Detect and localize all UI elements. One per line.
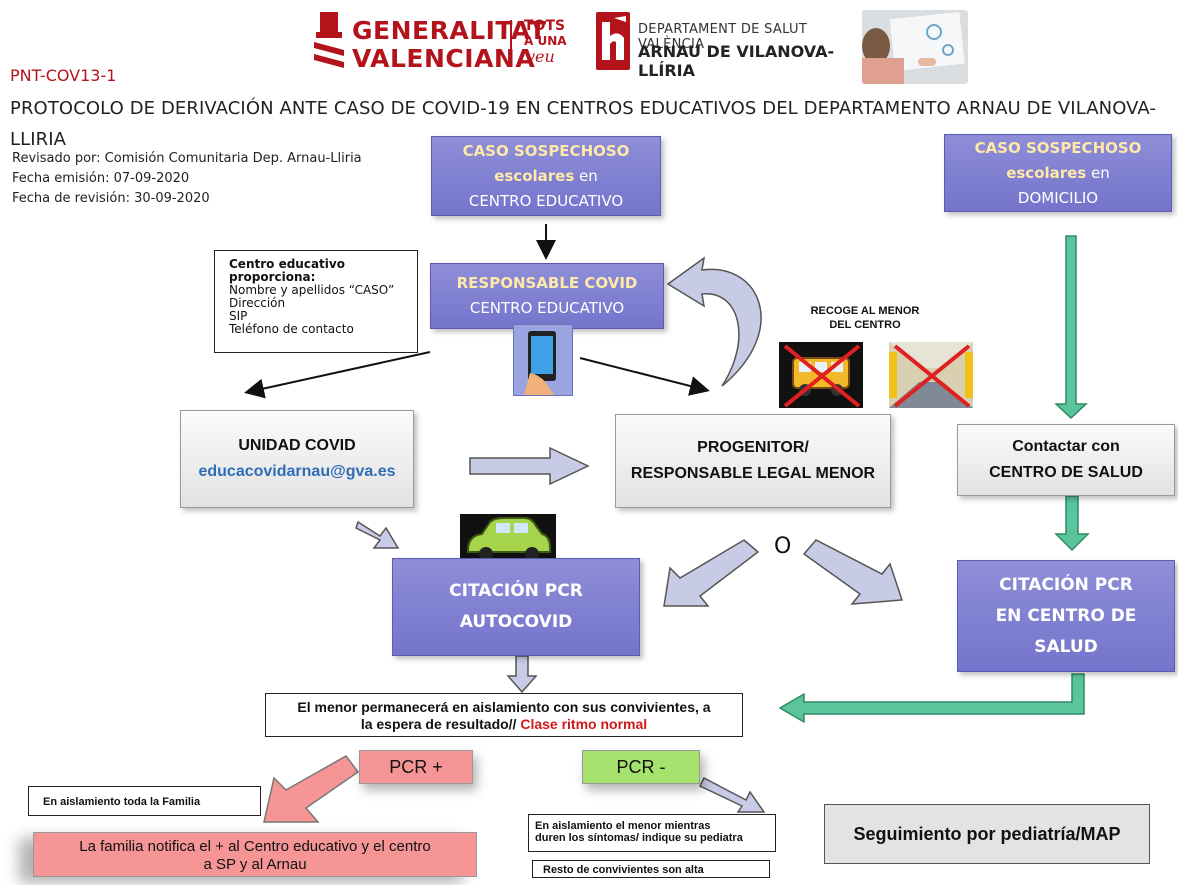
- aislamiento-l2a: la espera de resultado//: [360, 716, 517, 732]
- arrow-contactar-to-citacion: [1054, 495, 1090, 552]
- arrow-progenitor-to-salud: [802, 539, 904, 605]
- phone-icon: [524, 331, 556, 395]
- unidad-email[interactable]: educacovidarnau@gva.es: [198, 463, 396, 480]
- citacion-salud-l3: SALUD: [1034, 636, 1098, 657]
- citacion-pcr-centro-salud: CITACIÓN PCR EN CENTRO DE SALUD: [957, 560, 1175, 672]
- arrow-curved-return: [666, 256, 762, 387]
- generalitat-logo: GENERALITAT VALENCIANA TOTS A UNA veu: [312, 10, 582, 74]
- arrow-to-progenitor: [579, 357, 710, 396]
- caso-centro-l1: CASO SOSPECHOSO: [462, 141, 630, 160]
- car-image: [460, 514, 556, 564]
- caso-sospechoso-domicilio: CASO SOSPECHOSO escolares en DOMICILIO: [944, 134, 1172, 212]
- generalitat-line2: VALENCIANA: [352, 44, 536, 73]
- department-emblem-icon: [596, 12, 630, 70]
- reviewed-by: Revisado por: Comisión Comunitaria Dep. …: [12, 151, 362, 166]
- responsable-l2: CENTRO EDUCATIVO: [469, 299, 625, 317]
- arrow-domicilio-to-contactar: [1054, 235, 1088, 420]
- arrow-pcrpos-to-familia: [263, 755, 360, 823]
- citacion-salud-l2: EN CENTRO DE: [995, 605, 1137, 626]
- contactar-l1: Contactar con: [1012, 438, 1120, 455]
- train-image-crossed: [889, 342, 973, 408]
- arrow-progenitor-to-auto: [663, 539, 760, 607]
- arrow-auto-to-aislamiento: [506, 655, 538, 694]
- familia-notifica: La familia notifica el + al Centro educa…: [33, 832, 477, 877]
- revision-date: Fecha de revisión: 30-09-2020: [12, 191, 210, 206]
- info-l2: proporciona:: [229, 270, 316, 284]
- citacion-salud-l1: CITACIÓN PCR: [999, 574, 1133, 595]
- familia-notifica-l2: a SP y al Arnau: [203, 856, 307, 873]
- document-code: PNT-COV13-1: [10, 66, 117, 85]
- issue-date: Fecha emisión: 07-09-2020: [12, 171, 190, 186]
- phone-image: [513, 324, 573, 396]
- caso-domicilio-l1: CASO SOSPECHOSO: [974, 138, 1142, 157]
- car-icon: [467, 517, 551, 561]
- familia-notifica-l1: La familia notifica el + al Centro educa…: [79, 838, 431, 855]
- info-box-centro: Centro educativo proporciona: Nombre y a…: [214, 250, 418, 353]
- recoge-l1: RECOGE AL MENOR: [810, 305, 920, 317]
- arrow-pcrneg-to-menor: [698, 776, 766, 813]
- arrow-unidad-to-citacion: [355, 520, 400, 549]
- arrow-salud-to-aislamiento: [778, 673, 1085, 724]
- caso-centro-l3: CENTRO EDUCATIVO: [468, 191, 624, 210]
- contactar-l2: CENTRO DE SALUD: [989, 464, 1143, 481]
- menor-aislamiento-l2: duren los síntomas/ indique su pediatra: [535, 832, 743, 844]
- child-drawing-image: [862, 10, 968, 84]
- department-line2: ARNAU DE VILANOVA-LLÍRIA: [638, 42, 835, 80]
- responsable-covid: RESPONSABLE COVID CENTRO EDUCATIVO: [430, 263, 664, 329]
- bus-icon: [783, 344, 861, 408]
- caso-domicilio-l2a: escolares: [1006, 163, 1087, 182]
- unidad-l1: UNIDAD COVID: [238, 437, 356, 454]
- recoge-label: RECOGE AL MENOR DEL CENTRO: [780, 304, 950, 332]
- citacion-pcr-autocovid: CITACIÓN PCR AUTOCOVID: [392, 558, 640, 656]
- resto-convivientes: Resto de convivientes son alta: [532, 860, 770, 878]
- child-drawing-photo: [862, 10, 968, 84]
- aislamiento-l2b: Clase ritmo normal: [516, 716, 648, 732]
- or-label: O: [774, 534, 792, 559]
- menor-aislamiento-l1: En aislamiento el menor mientras: [535, 820, 711, 832]
- aislamiento-box: El menor permanecerá en aislamiento con …: [265, 693, 743, 737]
- arrow-unidad-to-progenitor: [469, 446, 590, 486]
- generalitat-emblem-icon: [314, 12, 344, 68]
- pcr-positive: PCR +: [359, 750, 473, 784]
- tots-line1: TOTS: [524, 18, 566, 34]
- info-l3: Nombre y apellidos “CASO”: [229, 283, 395, 297]
- seguimiento-pediatria: Seguimiento por pediatría/MAP: [824, 804, 1150, 864]
- page-title: PROTOCOLO DE DERIVACIÓN ANTE CASO DE COV…: [10, 98, 1157, 150]
- info-l4: Dirección: [229, 296, 286, 310]
- unidad-covid: UNIDAD COVID educacovidarnau@gva.es: [180, 410, 414, 508]
- caso-centro-l2a: escolares: [494, 166, 575, 185]
- generalitat-line1: GENERALITAT: [352, 16, 547, 45]
- bus-image-crossed: [779, 342, 863, 408]
- info-l6: Teléfono de contacto: [229, 322, 354, 336]
- tots-line2: A UNA: [524, 34, 567, 48]
- familia-aislamiento: En aislamiento toda la Familia: [28, 786, 261, 816]
- caso-centro-l2b: en: [574, 166, 598, 185]
- arrow-to-unidad: [244, 351, 431, 399]
- caso-domicilio-l2b: en: [1086, 163, 1110, 182]
- aislamiento-l1: El menor permanecerá en aislamiento con …: [297, 699, 711, 715]
- contactar-centro-salud: Contactar con CENTRO DE SALUD: [957, 424, 1175, 496]
- caso-domicilio-l3: DOMICILIO: [1017, 188, 1099, 207]
- responsable-l1: RESPONSABLE COVID: [456, 274, 638, 292]
- info-l1: Centro educativo: [229, 257, 345, 271]
- pcr-negative: PCR -: [582, 750, 700, 784]
- logo-divider: [510, 20, 512, 66]
- menor-aislamiento: En aislamiento el menor mientras duren l…: [528, 814, 776, 852]
- citacion-auto-l2: AUTOCOVID: [459, 612, 573, 632]
- citacion-auto-l1: CITACIÓN PCR: [449, 581, 583, 601]
- train-icon: [889, 342, 973, 408]
- department-logo: DEPARTAMENT DE SALUT VALÈNCIA ARNAU DE V…: [596, 12, 846, 80]
- caso-sospechoso-centro: CASO SOSPECHOSO escolares en CENTRO EDUC…: [431, 136, 661, 216]
- progenitor-responsable: PROGENITOR/ RESPONSABLE LEGAL MENOR: [615, 414, 891, 508]
- progenitor-l1: PROGENITOR/: [697, 439, 809, 456]
- info-l5: SIP: [229, 309, 248, 323]
- tots-line3: veu: [526, 47, 555, 66]
- recoge-l2: DEL CENTRO: [829, 319, 901, 331]
- progenitor-l2: RESPONSABLE LEGAL MENOR: [630, 465, 876, 482]
- department-line1: DEPARTAMENT DE SALUT VALÈNCIA: [638, 22, 808, 52]
